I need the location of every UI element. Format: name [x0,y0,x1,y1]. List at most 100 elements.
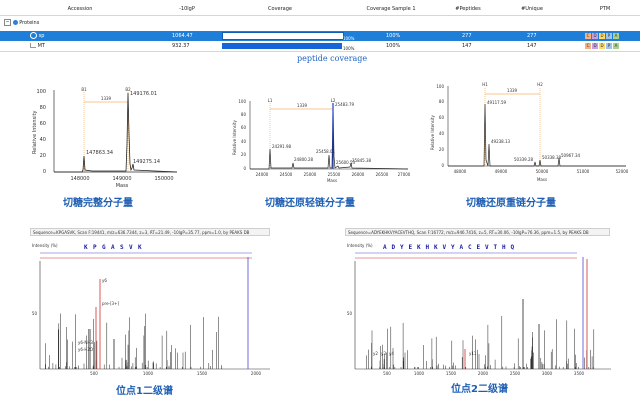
xtick: 2000 [478,371,489,376]
site1-caption: 位点1二级谱 [116,386,173,397]
col-ptm[interactable]: PTM [599,6,611,12]
ytick: 40 [241,139,247,144]
coverage-bar [222,32,344,40]
peak-set [366,257,595,369]
sequence-residue: K [417,244,421,251]
xtick: 150000 [154,176,173,182]
score-cell: 1064.47 [172,33,193,39]
sequence-residue: E [409,244,413,251]
col-peptides[interactable]: #Peptides [455,6,481,12]
light-chain-spectrum: 0 20 40 60 80 100 Relative Intensity 240… [232,98,411,183]
ytick: 100 [436,84,444,89]
sequence-residue: V [485,244,489,251]
y-axis-label: Intensity (%) [32,243,58,248]
group-row[interactable]: − Proteins [4,19,39,27]
peak-label: 24800.28 [294,157,314,162]
ytick: 40 [40,137,46,143]
row-divider [0,51,640,52]
xtick: 149000 [112,176,131,182]
col-coverage[interactable]: Coverage [268,6,292,12]
light-caption: 切糖还原轻链分子量 [265,198,355,209]
peak-set [45,257,249,369]
xtick: 24000 [256,172,269,177]
sequence-residue: C [468,244,472,251]
col-unique[interactable]: #Unique [521,6,543,12]
sequence-residue: K [138,244,142,251]
annotation-label: L1 [268,98,273,103]
xtick: 1500 [446,371,457,376]
x-axis-label: Mass [327,178,337,183]
coverage-pct: 100% [343,46,355,51]
protein-icon [30,32,37,39]
col-coverage-sample[interactable]: Coverage Sample 1 [366,6,416,12]
coverage-caption: peptide coverage [297,54,368,63]
ptm-badge: A [613,33,619,39]
xtick: 3000 [542,371,553,376]
peak-label: 149176.01 [130,91,157,97]
sequence-residue: V [129,244,133,251]
ytick: 20 [40,153,46,159]
coverage-bar [222,43,342,49]
xtick: 500 [383,371,391,376]
xtick: 51000 [577,169,590,174]
table-row[interactable]: MT [30,42,45,50]
ptm-badge: D [592,33,598,39]
xtick: 2500 [510,371,521,376]
sequence-residue: P [93,244,97,251]
xtick: 1500 [197,371,208,376]
col-accession[interactable]: Accession [67,6,93,12]
annotation-delta: 1339 [507,88,518,93]
heavy-chain-spectrum: 0 20 40 60 80 100 Relative Intensity 480… [430,82,629,182]
ptm-badge: D [599,43,605,49]
col-score[interactable]: -10lgP [179,6,195,12]
peak-label: 25458.01 [316,149,336,154]
annotation-label: B2 [125,87,131,92]
xtick: 27000 [398,172,411,177]
peak-label: 24291.98 [272,144,292,149]
ion-label: pre-[3+] [102,301,119,306]
ytick: 60 [241,125,247,130]
protein-table: Accession -10lgP Coverage Coverage Sampl… [0,0,640,52]
accession-cell: MT [37,43,45,49]
xtick: 49000 [495,169,508,174]
peak-label: 50338.38 [542,155,562,160]
group-label: Proteins [19,20,40,26]
xtick: 1000 [143,371,154,376]
ion-label: y6 [102,278,107,283]
ion-label: y4 [389,351,394,356]
spectrum-trace [250,102,409,170]
collapse-icon[interactable]: − [4,19,11,26]
intact-caption: 切糖完整分子量 [63,198,133,209]
sequence-residue: Y [400,244,404,251]
header-divider [0,15,640,16]
xtick: 50000 [536,169,549,174]
spectrum-trace [448,103,626,167]
ptm-badge: P [606,33,612,39]
sequence-residue: S [120,244,124,251]
sequence-residue: A [111,244,115,251]
sequence-residue: G [102,244,106,251]
y-axis-label: Relative Intensity [430,115,435,150]
sequence-residue: A [383,244,387,251]
ytick: 0 [441,163,444,168]
ytick: 100 [36,89,46,95]
peptides-cell: 277 [462,33,472,39]
ytick: 100 [238,99,246,104]
y-axis-label: Relative Intensity [232,120,237,155]
ion-label: y11 [469,351,477,356]
ms2-header: Sequence=ADYEKHKVYACEVTHQ, Scan F:16772,… [345,228,610,236]
accession-cell: sp [38,33,45,39]
annotation-delta: 1339 [297,103,308,108]
peak-label: 25600.53 [336,160,356,165]
peak-label: 49238.13 [491,139,511,144]
spectrum-trace [54,92,178,173]
peak-label: 149275.14 [133,159,160,165]
xtick: 25000 [304,172,317,177]
score-cell: 932.37 [172,43,190,49]
ion-label: y3 [381,351,386,356]
table-row[interactable]: sp [30,32,44,40]
xtick: 1000 [414,371,425,376]
